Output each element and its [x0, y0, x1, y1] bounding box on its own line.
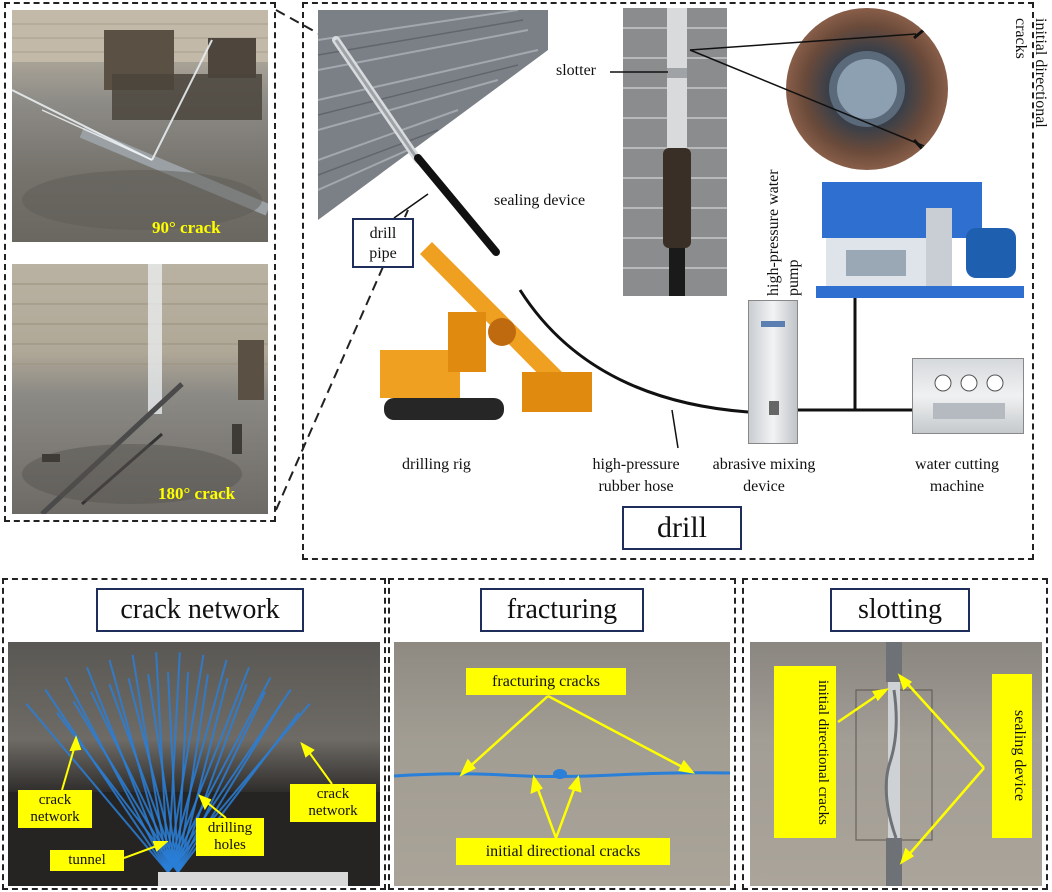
label-crack-network-left: crack network	[18, 790, 92, 828]
water-pump	[816, 178, 1026, 308]
drill-title: drill	[657, 511, 707, 544]
slotting-panel	[742, 578, 1048, 890]
label-abrasive-mixing-device: abrasive mixing device	[712, 456, 816, 495]
rock-face-art	[318, 10, 548, 220]
rock-face	[318, 10, 548, 220]
drilling-hole-line	[167, 652, 181, 873]
drilling-hole-line	[177, 700, 284, 873]
label-drill-pipe-text: drill pipe	[369, 225, 397, 262]
drilling-hole-line	[177, 691, 266, 873]
photo-panel	[4, 2, 276, 522]
photo-180-scene	[12, 264, 268, 514]
label-water-cutting-machine: water cutting machine	[915, 456, 999, 495]
drilling-hole-line	[167, 672, 179, 873]
abrasive-mixing-device	[748, 300, 798, 444]
drilling-hole-line	[25, 703, 169, 873]
drilling-hole-line	[147, 674, 179, 873]
label-drilling-holes: drilling holes	[196, 818, 264, 856]
slotting-title-box: slotting	[830, 588, 970, 632]
drilling-hole-line	[167, 659, 228, 873]
drilling-hole-line	[177, 683, 248, 873]
abrasive-mixing-art	[761, 321, 785, 415]
fracturing-art	[394, 769, 730, 779]
drilling-hole-line	[177, 674, 209, 873]
label-fracturing-cracks: fracturing cracks	[466, 668, 626, 695]
photo-180-crack	[12, 264, 268, 514]
water-pump-art	[816, 182, 1024, 298]
label-slotting-sealing-device: sealing device	[992, 674, 1032, 838]
label-initial-directional-cracks: initial directional cracks	[1012, 18, 1049, 128]
label-high-pressure-rubber-hose: high-pressure rubber hose	[592, 456, 680, 495]
drill-title-box: drill	[622, 506, 742, 550]
label-fracturing-initial-directional-cracks: initial directional cracks	[456, 838, 670, 865]
label-slotting-initial-directional-cracks: initial directional cracks	[774, 666, 836, 838]
drilling-hole-line	[167, 667, 250, 873]
slotting-art	[855, 642, 933, 886]
water-cutting-machine	[912, 358, 1024, 434]
drilling-hole-line	[177, 677, 229, 873]
crack-network-title-box: crack network	[96, 588, 304, 632]
label-drilling-rig: drilling rig	[402, 456, 471, 473]
water-cutting-art	[933, 374, 1005, 419]
slotter-photo	[623, 8, 727, 296]
label-tunnel: tunnel	[50, 850, 124, 871]
label-sealing-device: sealing device	[494, 192, 586, 209]
fracturing-panel	[388, 578, 736, 890]
borehole-section-art	[829, 26, 928, 155]
drilling-hole-line	[167, 654, 205, 873]
label-slotter: slotter	[556, 62, 596, 79]
crack-network-panel	[2, 578, 386, 890]
crack-network-title: crack network	[120, 594, 280, 625]
drilling-hole-line	[167, 676, 272, 873]
fracturing-title-box: fracturing	[480, 588, 644, 632]
photo-90-crack	[12, 10, 268, 242]
drilling-hole-line	[127, 677, 179, 873]
photo-90-scene	[12, 10, 268, 230]
drilling-hole-line	[108, 683, 179, 873]
drilling-hole-line	[44, 688, 169, 873]
label-drill-pipe: drill pipe	[352, 218, 414, 268]
drilling-rig	[372, 222, 612, 432]
drilling-hole-line	[64, 676, 169, 873]
drill-panel	[302, 2, 1034, 560]
borehole-section	[786, 8, 948, 170]
drilling-rig-art	[380, 242, 592, 420]
fracturing-title: fracturing	[506, 594, 618, 625]
slotter-photo-art	[623, 8, 727, 296]
drilling-hole-line	[177, 672, 189, 873]
label-180-crack: 180° crack	[158, 484, 236, 503]
label-crack-network-right: crack network	[290, 784, 376, 822]
label-90-crack: 90° crack	[152, 218, 221, 237]
slotting-title: slotting	[857, 594, 942, 625]
